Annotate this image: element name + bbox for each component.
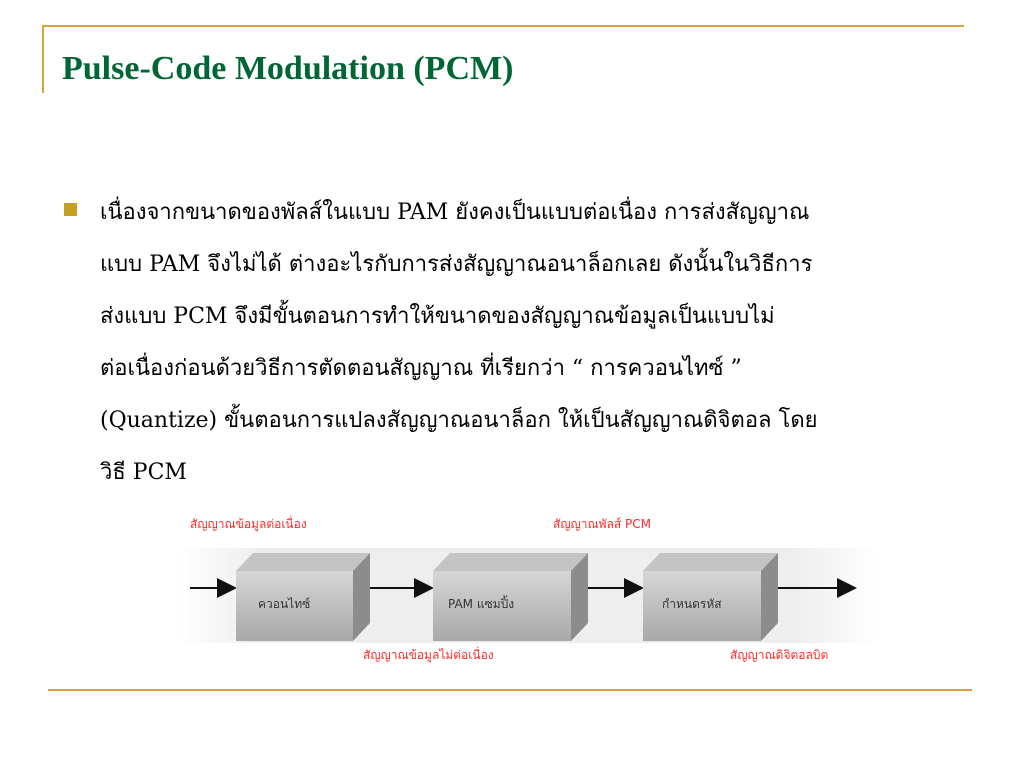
left-rule: [42, 25, 44, 93]
body-line-2: แบบ PAM จึงไม่ได้ ต่างอะไรกับการส่งสัญญา…: [100, 252, 813, 277]
top-rule: [42, 25, 964, 27]
body-line-6: วิธี PCM: [100, 460, 187, 485]
box-pam-label: PAM แซมปิ้ง: [448, 597, 515, 611]
slide-title: Pulse-Code Modulation (PCM): [62, 50, 514, 87]
label-digital-bit-signal: สัญญาณดิจิตอลบิต: [730, 648, 829, 662]
label-continuous-signal: สัญญาณข้อมูลต่อเนื่อง: [190, 517, 307, 531]
body-line-3: ส่งแบบ PCM จึงมีขั้นตอนการทำให้ขนาดของสั…: [100, 304, 775, 329]
box-quantize: [236, 553, 370, 641]
box-pam-sampling: [433, 553, 588, 641]
pcm-block-diagram: สัญญาณข้อมูลต่อเนื่อง สัญญาณพัลส์ PCM สั…: [178, 503, 878, 668]
body-line-1: เนื่องจากขนาดของพัลส์ในแบบ PAM ยังคงเป็น…: [100, 200, 810, 225]
box-quantize-label: ควอนไทซ์: [258, 597, 311, 611]
box-encode-label: กำหนดรหัส: [662, 597, 722, 611]
bullet-text: เนื่องจากขนาดของพัลส์ในแบบ PAM ยังคงเป็น…: [100, 187, 980, 499]
bottom-rule: [48, 689, 972, 691]
body-line-4: ต่อเนื่องก่อนด้วยวิธีการตัดตอนสัญญาณ ที่…: [100, 356, 742, 381]
label-pcm-pulse-signal: สัญญาณพัลส์ PCM: [553, 517, 652, 531]
bullet-square-icon: [64, 203, 77, 216]
body-line-5: (Quantize) ขั้นตอนการแปลงสัญญาณอนาล็อก ใ…: [100, 408, 818, 433]
box-encode: [643, 553, 778, 641]
label-discrete-signal: สัญญาณข้อมูลไม่ต่อเนื่อง: [363, 648, 494, 662]
pcm-diagram-graphic: [178, 548, 878, 643]
